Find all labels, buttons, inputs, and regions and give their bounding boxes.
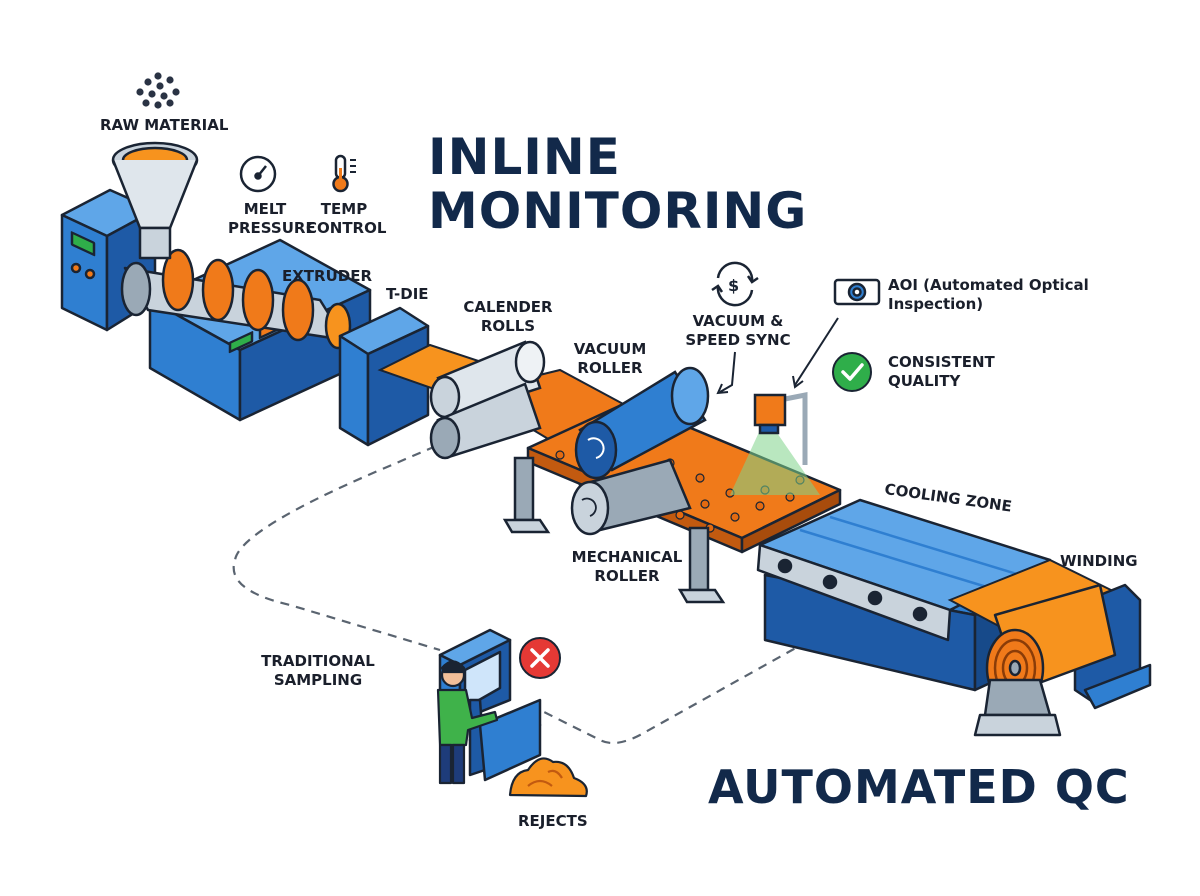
gauge-icon — [239, 155, 277, 193]
label-traditional-sampling-line2: SAMPLING — [273, 671, 363, 689]
label-traditional-sampling: TRADITIONAL SAMPLING — [256, 652, 380, 690]
label-vacuum-speed-sync-line1: VACUUM & — [692, 312, 784, 330]
label-melt-pressure-line2: PRESSURE — [228, 219, 316, 237]
diagram-title: INLINE MONITORING — [428, 130, 828, 238]
label-vacuum-roller-line1: VACUUM — [573, 340, 647, 358]
winding-machine — [973, 583, 1152, 737]
label-aoi-line1: AOI (Automated Optical — [888, 276, 1089, 294]
label-raw-material: RAW MATERIAL — [100, 116, 229, 134]
camera-icon — [833, 278, 881, 306]
title-line-2: MONITORING — [428, 182, 808, 240]
title-line-1: INLINE — [428, 128, 621, 186]
aoi-arrow — [794, 317, 839, 386]
label-vacuum-roller-line2: ROLLER — [577, 359, 643, 377]
sampling-path — [232, 438, 811, 745]
x-circle-icon — [519, 637, 561, 679]
label-vacuum-speed-sync: VACUUM & SPEED SYNC — [684, 312, 792, 350]
label-vacuum-speed-sync-line2: SPEED SYNC — [685, 331, 791, 349]
sync-arrow — [719, 351, 736, 393]
label-aoi: AOI (Automated Optical Inspection) — [888, 276, 1118, 314]
mechanical-roller — [570, 458, 692, 536]
operator-person — [436, 660, 499, 785]
label-winding: WINDING — [1060, 552, 1138, 570]
label-consistent-quality: CONSISTENT QUALITY — [888, 353, 1008, 391]
label-vacuum-roller: VACUUM ROLLER — [572, 340, 648, 378]
label-aoi-line2: Inspection) — [888, 295, 984, 313]
label-temp-control: TEMP CONTROL — [306, 200, 387, 238]
check-circle-icon — [832, 352, 872, 392]
label-mechanical-roller: MECHANICAL ROLLER — [570, 548, 684, 586]
speed-sync-icon: $ — [711, 261, 759, 307]
label-extruder: EXTRUDER — [282, 267, 373, 285]
label-melt-pressure: MELT PRESSURE — [228, 200, 316, 238]
roller-stands — [502, 456, 726, 604]
label-rejects: REJECTS — [518, 812, 588, 830]
label-t-die: T-DIE — [386, 285, 429, 303]
label-consistent-quality-line1: CONSISTENT — [888, 353, 995, 371]
label-melt-pressure-line1: MELT — [243, 200, 287, 218]
aoi-light-beam — [730, 430, 820, 495]
rejects-pile — [508, 757, 588, 798]
pellets-icon — [136, 72, 180, 109]
calender-rolls — [429, 340, 546, 460]
label-consistent-quality-line2: QUALITY — [888, 372, 961, 390]
label-calender-rolls: CALENDER ROLLS — [460, 298, 556, 336]
label-calender-rolls-line2: ROLLS — [480, 317, 536, 335]
label-mechanical-roller-line1: MECHANICAL — [571, 548, 683, 566]
label-temp-control-line2: CONTROL — [306, 219, 387, 237]
label-traditional-sampling-line1: TRADITIONAL — [261, 652, 375, 670]
label-mechanical-roller-line2: ROLLER — [594, 567, 660, 585]
aoi-camera-unit — [753, 391, 808, 465]
svg-text:$: $ — [728, 276, 739, 295]
thermometer-icon — [332, 154, 356, 193]
vacuum-roller — [574, 366, 710, 480]
footer-title: AUTOMATED QC — [708, 760, 1130, 814]
label-calender-rolls-line1: CALENDER — [463, 298, 553, 316]
label-temp-control-line1: TEMP — [320, 200, 368, 218]
